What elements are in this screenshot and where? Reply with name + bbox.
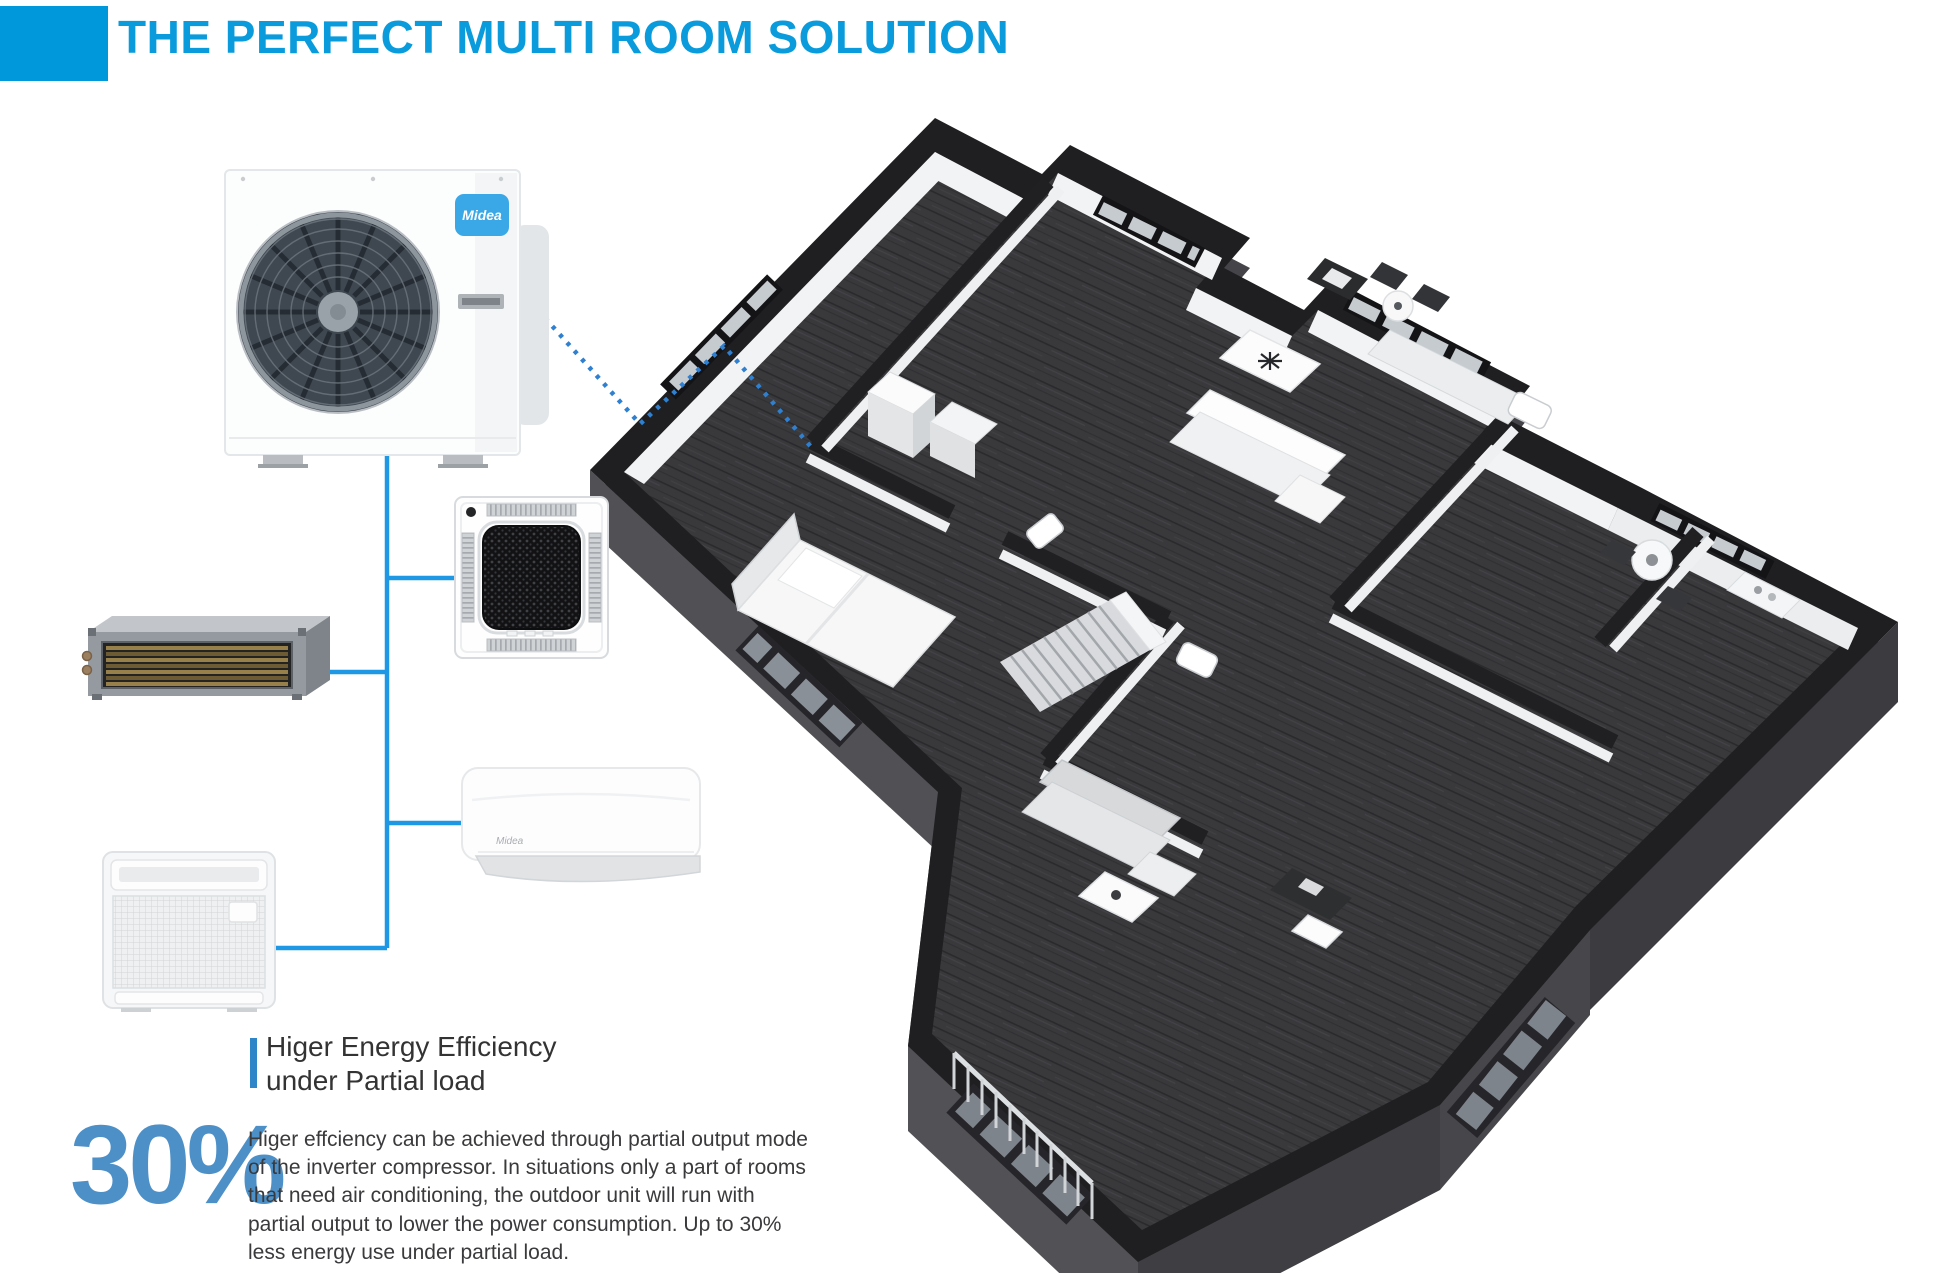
office-table — [1600, 539, 1692, 611]
coil-fins — [106, 646, 288, 686]
stat-value: 30% — [70, 1102, 286, 1227]
armchair — [1307, 258, 1368, 300]
fan-icon — [236, 210, 440, 414]
feature-heading: Higer Energy Efficiency under Partial lo… — [266, 1030, 557, 1098]
wireless-dotted-line — [543, 316, 814, 450]
house-floor-plan-illustration — [590, 118, 1898, 1273]
header-accent-square — [0, 6, 108, 81]
wall-unit-brand-label: Midea — [496, 836, 524, 847]
bed — [731, 512, 957, 688]
windows — [660, 195, 1775, 579]
terrace-railing — [952, 1051, 1094, 1219]
front-windows — [735, 625, 1576, 1225]
living-room-sofa — [1169, 389, 1347, 524]
refrigerant-connector-lines — [275, 455, 462, 951]
ducted-unit — [81, 616, 330, 700]
wall-mounted-unit: Midea — [461, 767, 701, 883]
bathroom-counter — [1726, 571, 1801, 619]
feature-heading-bar — [250, 1038, 257, 1088]
wardrobe — [867, 371, 998, 478]
interior-walls — [805, 176, 1715, 859]
feature-heading-line2: under Partial load — [266, 1065, 486, 1097]
outdoor-unit: Midea — [224, 169, 549, 468]
feature-paragraph: Higer effciency can be achieved through … — [248, 1128, 808, 1264]
staircase — [1000, 591, 1167, 712]
lounge-sofa — [1021, 759, 1197, 897]
lounge-table — [1077, 871, 1160, 923]
floor-console-unit — [102, 851, 276, 1012]
unit-feet — [258, 455, 488, 468]
page-title: THE PERFECT MULTI ROOM SOLUTION — [118, 11, 1010, 63]
kitchen — [1367, 262, 1531, 425]
outdoor-brand-label: Midea — [462, 207, 502, 223]
study-desk — [1270, 868, 1352, 949]
feature-heading-line1: Higer Energy Efficiency — [266, 1031, 557, 1062]
coffee-table — [1218, 329, 1322, 393]
indoor-ac-icon — [1026, 391, 1552, 678]
midea-logo: Midea — [455, 194, 509, 236]
cassette-logo-dot — [466, 507, 476, 517]
cassette-unit — [454, 496, 609, 659]
